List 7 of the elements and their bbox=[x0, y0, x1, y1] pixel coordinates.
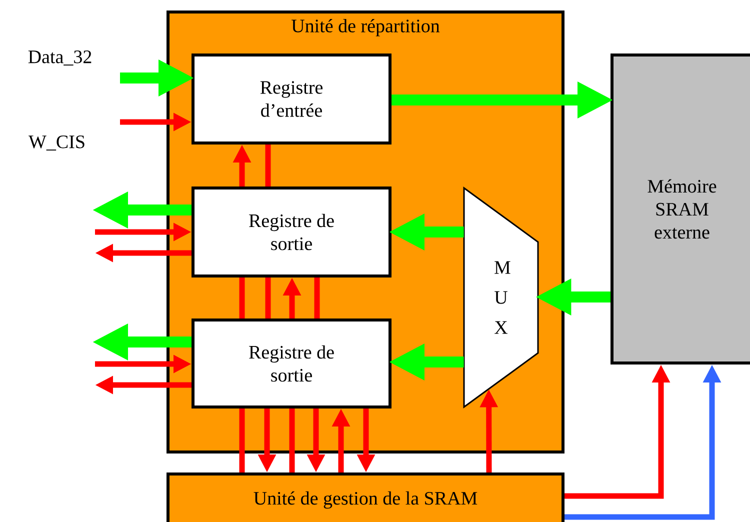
signal-name: Data_32 bbox=[28, 50, 92, 66]
block: Registre d’entrée bbox=[192, 54, 392, 144]
block: Mémoire SRAM externe bbox=[610, 54, 750, 364]
block: Registre de sortie bbox=[192, 318, 392, 408]
block: Unité de gestion de la SRAM bbox=[166, 472, 564, 522]
block: Registre de sortie bbox=[192, 186, 392, 278]
signal-name: W_CIS bbox=[28, 135, 84, 150]
